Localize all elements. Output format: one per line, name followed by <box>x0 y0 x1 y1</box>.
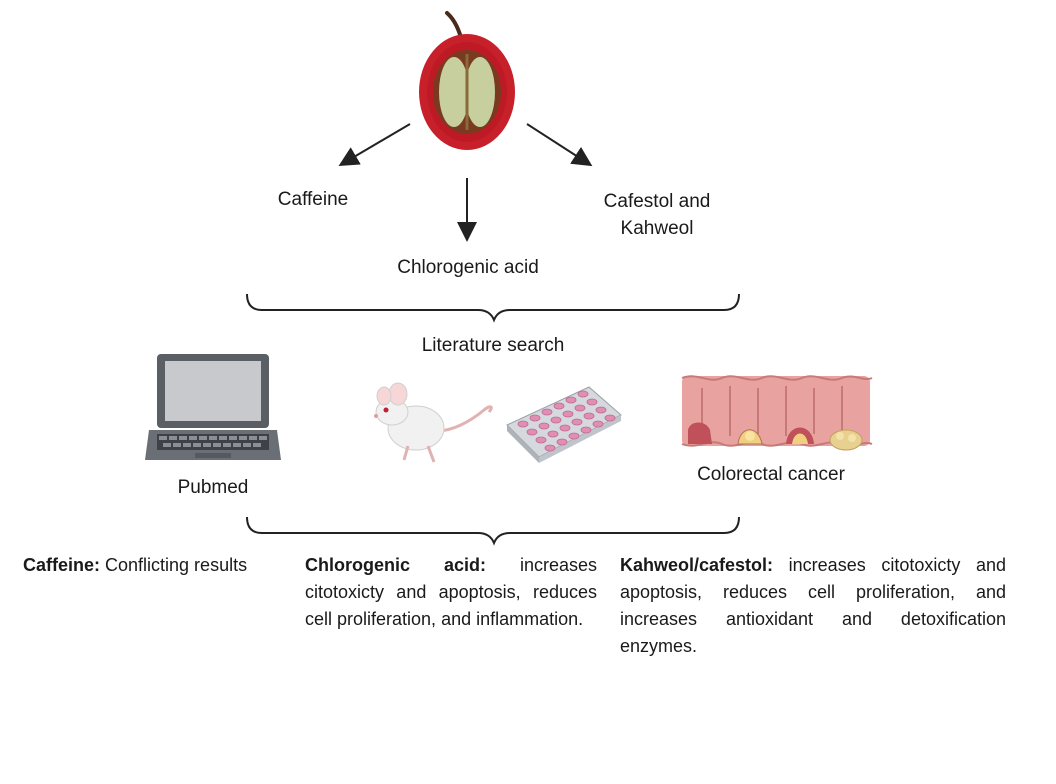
brace-bottom <box>246 516 740 546</box>
caffeine-result-text: Conflicting results <box>100 555 248 575</box>
literature-search-label: Literature search <box>421 335 565 356</box>
pubmed-label: Pubmed <box>177 477 249 498</box>
chlorogenic-label: Chlorogenic acid <box>397 257 539 278</box>
chlorogenic-result-heading: Chlorogenic acid: <box>305 555 486 575</box>
coffee-cherry-icon <box>419 11 515 150</box>
caffeine-label: Caffeine <box>277 189 349 210</box>
colon-icon <box>681 375 873 451</box>
caffeine-result-heading: Caffeine: <box>23 555 101 575</box>
kahweol-result: Kahweol/cafestol: increases citotoxicty … <box>620 552 1006 660</box>
colorectal-cancer-label: Colorectal cancer <box>697 464 845 485</box>
well-plate-icon <box>506 386 622 463</box>
caffeine-result: Caffeine: Conflicting results <box>23 552 293 579</box>
chlorogenic-result-text: increases citotoxicty and apoptosis, red… <box>305 555 597 629</box>
brace-top <box>246 293 740 323</box>
arrow-to-caffeine <box>338 123 411 167</box>
laptop-icon <box>145 354 281 460</box>
cafestol-label-line2: Kahweol <box>620 218 694 239</box>
arrow-to-cafestol <box>526 123 593 167</box>
kahweol-result-text: increases citotoxicty and apoptosis, red… <box>620 555 1006 656</box>
mouse-icon <box>374 382 493 463</box>
cafestol-label-line1: Cafestol and <box>603 191 711 212</box>
chlorogenic-result: Chlorogenic acid: increases citotoxicty … <box>305 552 597 633</box>
kahweol-result-heading: Kahweol/cafestol: <box>620 555 774 575</box>
